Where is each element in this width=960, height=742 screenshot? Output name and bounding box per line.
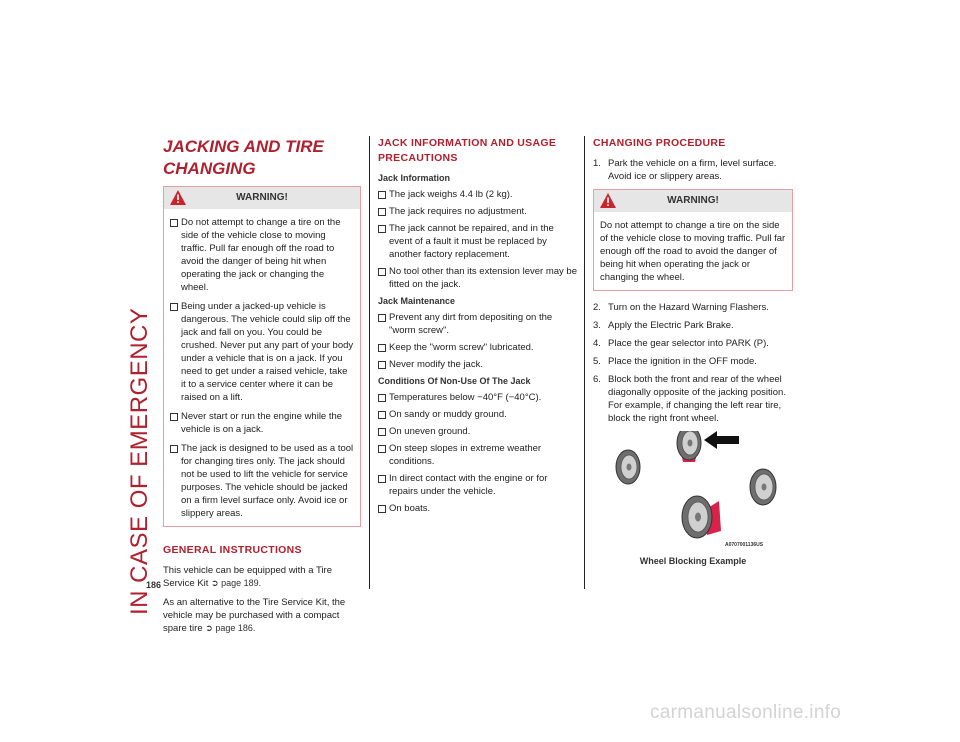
section-title-procedure: CHANGING PROCEDURE [593,137,726,149]
checkbox-bullet-icon [170,303,178,311]
checkbox-bullet-icon [170,445,178,453]
warning-body: Do not attempt to change a tire on the s… [600,220,786,283]
list-item: Do not attempt to change a tire on the s… [170,216,354,294]
checkbox-bullet-icon [378,505,386,513]
section-title-general: GENERAL INSTRUCTIONS [163,544,302,556]
step-item: 6.Block both the front and rear of the w… [593,374,786,424]
section-title-jack: JACK INFORMATION AND USAGE PRECAUTIONS [378,137,557,164]
arrow-right-icon: ➲ [211,578,219,588]
figure-caption: Wheel Blocking Example [639,556,747,566]
warning-header: WARNING! [164,187,360,209]
warning-triangle-icon [170,190,186,205]
page-number: 186 [146,580,162,590]
step-item: 1.Park the vehicle on a firm, level surf… [593,158,777,182]
step-item: 3.Apply the Electric Park Brake. [593,320,734,331]
subheading: Conditions Of Non-Use Of The Jack [378,376,531,386]
list-item: Being under a jacked-up vehicle is dange… [170,300,354,404]
wheel-icon [749,468,777,506]
checkbox-bullet-icon [378,191,386,199]
checkbox-bullet-icon [378,314,386,322]
wheel-blocking-figure: A0707001136US Wheel Blocking Example [593,425,793,569]
wheel-icon [676,425,702,462]
arrow-right-icon: ➲ [205,623,213,633]
checkbox-bullet-icon [170,219,178,227]
checkbox-bullet-icon [170,413,178,421]
warning-box: WARNING! Do not attempt to change a tire… [163,186,361,527]
list-item: Keep the "worm screw" lubricated. [378,341,578,354]
page-reference-link[interactable]: ➲ page 186. [205,623,256,633]
list-item: No tool other than its extension lever m… [378,265,578,291]
column-divider [369,136,370,589]
checkbox-bullet-icon [378,361,386,369]
column-2: JACK INFORMATION AND USAGE PRECAUTIONS J… [378,136,578,519]
checkbox-bullet-icon [378,445,386,453]
list-item: The jack requires no adjustment. [378,205,578,218]
page-title: JACKING AND TIRE CHANGING [163,137,324,178]
paragraph: As an alternative to the Tire Service Ki… [163,597,346,634]
warning-body: Do not attempt to change a tire on the s… [164,209,360,526]
side-section-title: IN CASE OF EMERGENCY [126,307,153,615]
warning-label: WARNING! [667,195,719,206]
list-item: On uneven ground. [378,425,578,438]
checkbox-bullet-icon [378,475,386,483]
list-item: The jack cannot be repaired, and in the … [378,222,578,261]
checkbox-bullet-icon [378,208,386,216]
watermark: carmanualsonline.info [650,702,842,723]
list-item: Temperatures below −40°F (−40°C). [378,391,578,404]
list-item: The jack is designed to be used as a too… [170,442,354,520]
list-item: Prevent any dirt from depositing on the … [378,311,578,337]
list-item: In direct contact with the engine or for… [378,472,578,498]
column-divider [584,136,585,589]
warning-label: WARNING! [236,192,288,203]
list-item: On steep slopes in extreme weather condi… [378,442,578,468]
step-item: 4.Place the gear selector into PARK (P). [593,338,769,349]
page-reference-link[interactable]: ➲ page 189. [211,578,262,588]
list-item: Never modify the jack. [378,358,578,371]
checkbox-bullet-icon [378,411,386,419]
wheel-icon [615,449,641,485]
figure-code: A0707001136US [725,542,764,548]
list-item: On sandy or muddy ground. [378,408,578,421]
checkbox-bullet-icon [378,225,386,233]
subheading: Jack Maintenance [378,296,456,306]
column-3: CHANGING PROCEDURE 1.Park the vehicle on… [593,136,793,569]
wheel-blocking-illustration [615,425,777,539]
list-item: The jack weighs 4.4 lb (2 kg). [378,188,578,201]
arrow-left-icon [704,431,739,449]
checkbox-bullet-icon [378,394,386,402]
warning-header: WARNING! [594,190,792,212]
step-item: 5.Place the ignition in the OFF mode. [593,356,757,367]
checkbox-bullet-icon [378,344,386,352]
checkbox-bullet-icon [378,428,386,436]
paragraph: This vehicle can be equipped with a Tire… [163,565,332,589]
warning-triangle-icon [600,193,616,208]
wheel-icon [681,495,721,539]
list-item: On boats. [378,502,578,515]
list-item: Never start or run the engine while the … [170,410,354,436]
column-1: JACKING AND TIRE CHANGING WARNING! Do no… [163,136,361,641]
warning-box: WARNING! Do not attempt to change a tire… [593,189,793,291]
checkbox-bullet-icon [378,268,386,276]
step-item: 2.Turn on the Hazard Warning Flashers. [593,302,769,313]
subheading: Jack Information [378,173,451,183]
